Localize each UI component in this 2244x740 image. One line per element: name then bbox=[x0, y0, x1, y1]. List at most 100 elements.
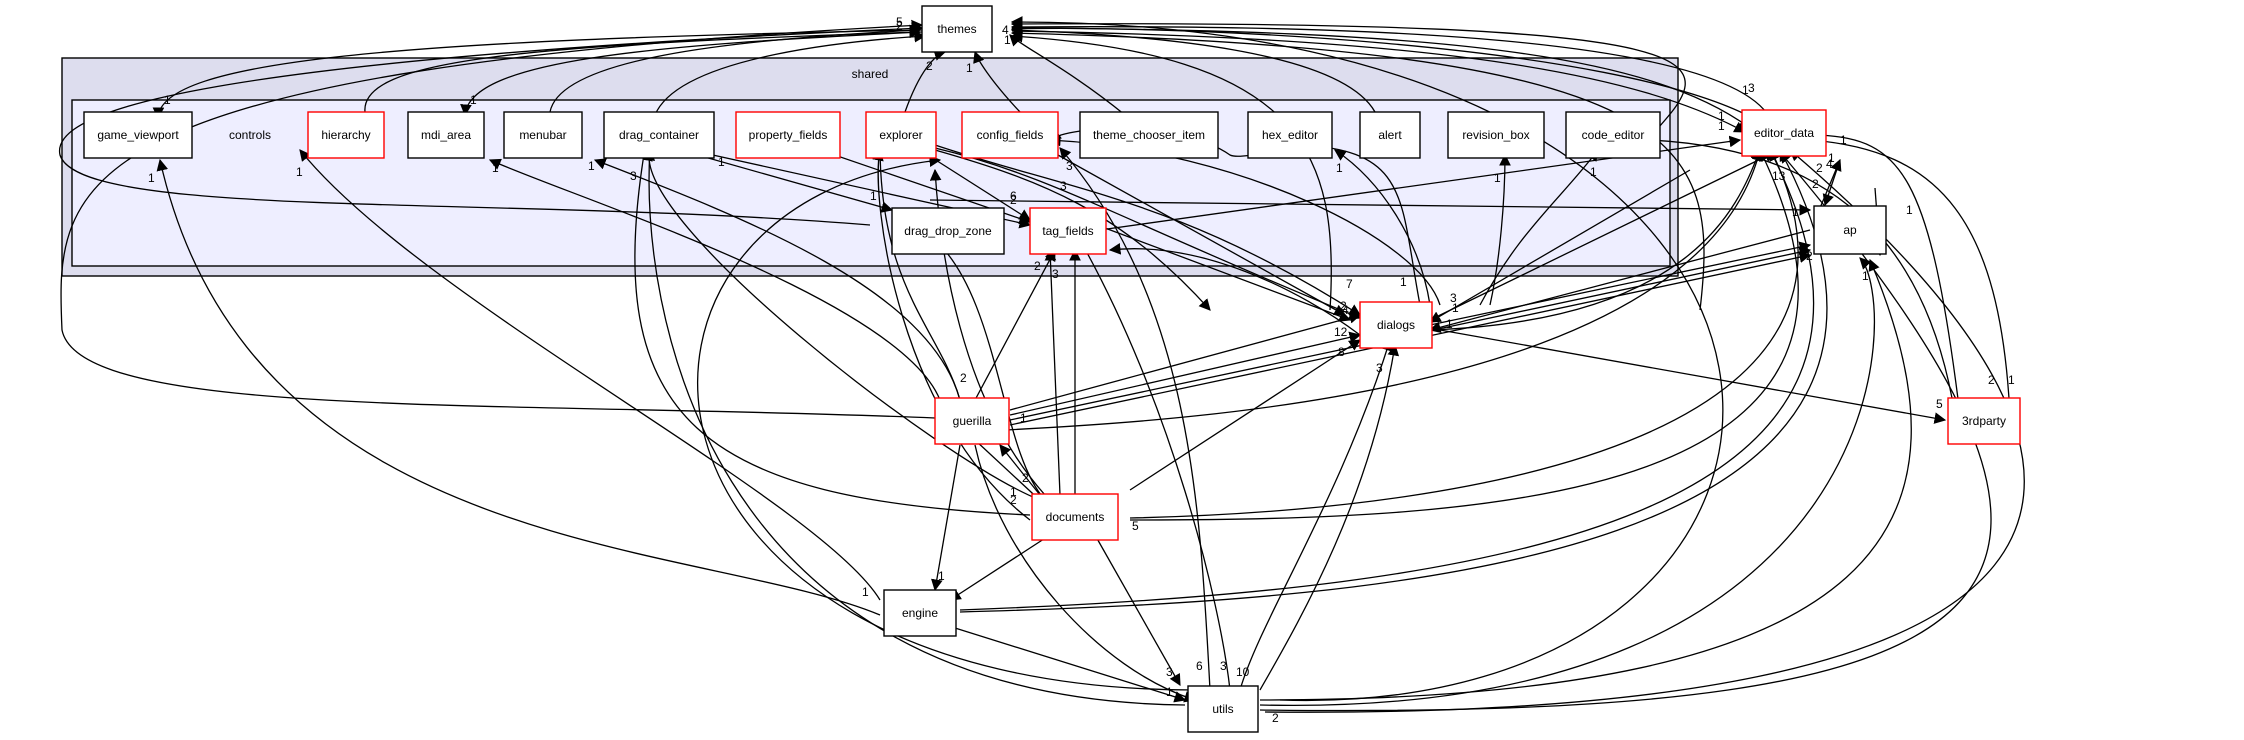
edge-label: 10 bbox=[1236, 665, 1250, 679]
svg-text:theme_chooser_item: theme_chooser_item bbox=[1093, 128, 1205, 142]
edge-label: 2 bbox=[1022, 471, 1029, 485]
node-dialogs[interactable]: dialogs bbox=[1359, 301, 1433, 349]
edge-label: 1 bbox=[588, 159, 595, 173]
edge-label: 2 bbox=[1816, 161, 1823, 175]
edge-label: 1 bbox=[1906, 203, 1913, 217]
edge-label: 2 bbox=[1010, 193, 1017, 207]
edge-label: 2 bbox=[1988, 373, 1995, 387]
edge-label: 1 bbox=[1336, 161, 1343, 175]
edge-label: 6 bbox=[1010, 189, 1017, 203]
node-revision-box[interactable]: revision_box bbox=[1447, 111, 1545, 159]
node-menubar[interactable]: menubar bbox=[503, 111, 583, 159]
edge-label: 8 bbox=[1338, 345, 1345, 359]
edge-label: 2 bbox=[1806, 249, 1813, 263]
svg-text:property_fields: property_fields bbox=[749, 128, 828, 142]
svg-text:3rdparty: 3rdparty bbox=[1962, 414, 2006, 428]
edge-label: 1 bbox=[1828, 151, 1835, 165]
edge-label: 3 bbox=[1060, 179, 1067, 193]
svg-text:themes: themes bbox=[937, 22, 976, 36]
node-editor-data[interactable]: editor_data bbox=[1741, 109, 1827, 157]
edge-label: 1 bbox=[1718, 119, 1725, 133]
edge-label: 1 bbox=[1446, 317, 1453, 331]
edge-label: 3 bbox=[1220, 659, 1227, 673]
edge-label: 1 bbox=[164, 93, 171, 107]
edge-label: 1 bbox=[870, 189, 877, 203]
edge-label: 1 bbox=[966, 61, 973, 75]
edge-label: 1 bbox=[1742, 83, 1749, 97]
edge-label: 2 bbox=[1034, 259, 1041, 273]
edge-label: 4 bbox=[1826, 157, 1833, 171]
edge-label: 3 bbox=[1066, 159, 1073, 173]
node-property-fields[interactable]: property_fields bbox=[735, 111, 841, 159]
node-utils[interactable]: utils bbox=[1187, 685, 1259, 733]
edge-label: 3 bbox=[1748, 81, 1755, 95]
edge-label: 1 bbox=[862, 585, 869, 599]
node-config-fields[interactable]: config_fields bbox=[961, 111, 1059, 159]
edge-label: 1 bbox=[1590, 165, 1597, 179]
edge-label: 3 bbox=[1450, 291, 1457, 305]
svg-text:revision_box: revision_box bbox=[1462, 128, 1529, 142]
edge-label: 2 bbox=[896, 19, 903, 33]
svg-text:config_fields: config_fields bbox=[977, 128, 1044, 142]
svg-text:guerilla: guerilla bbox=[953, 414, 992, 428]
svg-text:controls: controls bbox=[229, 128, 271, 142]
edge-label: 1 bbox=[1400, 275, 1407, 289]
node-drag-drop-zone[interactable]: drag_drop_zone bbox=[891, 207, 1005, 255]
edge-label: 13 bbox=[1772, 169, 1786, 183]
svg-text:drag_drop_zone: drag_drop_zone bbox=[904, 224, 992, 238]
edge-label: 5 bbox=[1132, 519, 1139, 533]
node-tag-fields[interactable]: tag_fields bbox=[1029, 207, 1107, 255]
node-theme-chooser-item[interactable]: theme_chooser_item bbox=[1079, 111, 1219, 159]
edge-label: 1 bbox=[1004, 33, 1011, 47]
edge-label: 1 bbox=[492, 161, 499, 175]
node-drag-container[interactable]: drag_container bbox=[603, 111, 715, 159]
edge-label: 2 bbox=[960, 371, 967, 385]
svg-text:alert: alert bbox=[1378, 128, 1402, 142]
edge-label: 1 bbox=[1452, 301, 1459, 315]
edges bbox=[58, 16, 2025, 713]
node-ap[interactable]: ap bbox=[1813, 205, 1887, 255]
svg-text:dialogs: dialogs bbox=[1377, 318, 1415, 332]
edge-label: 1 bbox=[1840, 133, 1847, 147]
edge-label: 2 bbox=[926, 59, 933, 73]
edge-label: 3 bbox=[1166, 665, 1173, 679]
edge-label: 1 bbox=[1792, 205, 1799, 219]
node-mdi-area[interactable]: mdi_area bbox=[407, 111, 485, 159]
edge-label: 1 bbox=[1010, 485, 1017, 499]
svg-text:game_viewport: game_viewport bbox=[97, 128, 179, 142]
edge-label: 1 bbox=[1166, 685, 1173, 699]
edge-label: 1 bbox=[1718, 109, 1725, 123]
node-guerilla[interactable]: guerilla bbox=[934, 397, 1010, 445]
edge-label: 1 bbox=[148, 171, 155, 185]
svg-text:drag_container: drag_container bbox=[619, 128, 699, 142]
node-hierarchy[interactable]: hierarchy bbox=[307, 111, 385, 159]
edge-label: 1 bbox=[2008, 373, 2015, 387]
edge-label: 3 bbox=[1376, 361, 1383, 375]
node-controls[interactable]: controls bbox=[229, 128, 271, 142]
node-themes[interactable]: themes bbox=[921, 5, 993, 53]
edge-labels: 5 2 4 1 1 2 1 3 1 1 1 3 1 3 1 1 1 1 6 2 … bbox=[148, 15, 2015, 725]
node-engine[interactable]: engine bbox=[883, 589, 957, 637]
svg-text:documents: documents bbox=[1046, 510, 1105, 524]
svg-text:tag_fields: tag_fields bbox=[1042, 224, 1093, 238]
edge-label: 4 bbox=[1342, 303, 1349, 317]
node-game-viewport[interactable]: game_viewport bbox=[83, 111, 193, 159]
svg-text:utils: utils bbox=[1212, 702, 1233, 716]
node-code-editor[interactable]: code_editor bbox=[1565, 111, 1661, 159]
edge-label: 12 bbox=[1334, 325, 1348, 339]
svg-text:editor_data: editor_data bbox=[1754, 126, 1814, 140]
edge-label: 2 bbox=[1340, 299, 1347, 313]
edge-label: 1 bbox=[718, 155, 725, 169]
node-alert[interactable]: alert bbox=[1359, 111, 1421, 159]
node-explorer[interactable]: explorer bbox=[865, 111, 937, 159]
svg-text:ap: ap bbox=[1843, 223, 1857, 237]
edge-label: 1 bbox=[1020, 411, 1027, 425]
edge-label: 2 bbox=[1272, 711, 1279, 725]
edge-label: 4 bbox=[1002, 23, 1009, 37]
node-documents[interactable]: documents bbox=[1031, 493, 1119, 541]
node-3rdparty[interactable]: 3rdparty bbox=[1947, 397, 2021, 445]
edge-label: 5 bbox=[896, 15, 903, 29]
node-hex-editor[interactable]: hex_editor bbox=[1247, 111, 1333, 159]
edge-label: 1 bbox=[296, 165, 303, 179]
